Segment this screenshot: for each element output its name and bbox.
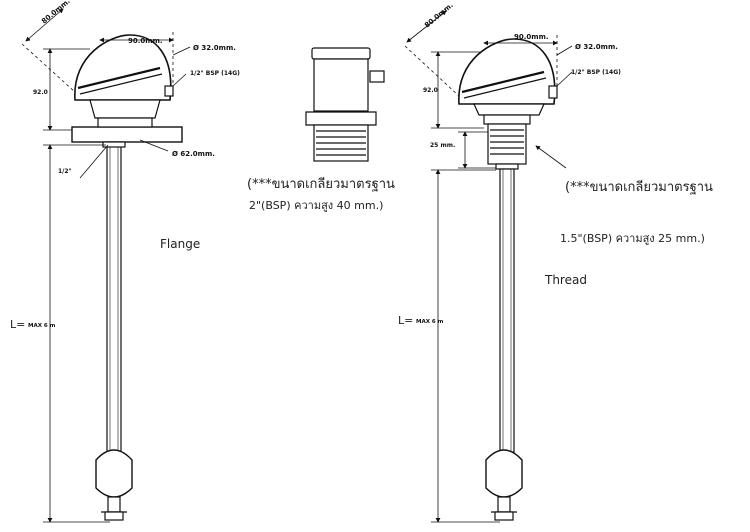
right-dim-diag: 80.0mm. [423,1,455,29]
right-dim-thread-height: 25 mm. [430,142,455,149]
middle-note: (***ขนาดเกลียวมาตรฐาน 2"(BSP) ความสูง 40… [247,176,395,212]
right-dim-height: 92.0 [423,87,438,94]
left-dim-length-value: MAX 6 m [28,323,56,329]
right-dim-length-value: MAX 6 m [416,319,444,325]
thread-label: Thread [544,273,587,287]
left-float [95,449,133,498]
right-dim-width: 90.0mm. [514,33,549,41]
flange-type-drawing [71,34,183,521]
left-rod [106,141,122,453]
right-head-dome [458,38,556,105]
left-dim-bsp: 1/2" BSP (14G) [190,70,240,77]
left-dim-diag: 80.0mm. [40,0,72,26]
right-cable-gland [548,85,558,99]
left-dim-width: 90.0mm. [128,37,163,45]
right-rod [499,168,515,453]
right-dim-bsp: 1/2" BSP (14G) [571,69,621,76]
left-dim-pipe: 1/2" [58,168,72,175]
middle-note-line2: 2"(BSP) ความสูง 40 mm.) [249,199,383,212]
right-dim-length-prefix: L= [398,314,413,327]
right-note-line1: (***ขนาดเกลียวมาตรฐาน [565,179,713,195]
left-flange-plate [71,126,183,143]
right-dimension-labels: 80.0mm. 90.0mm. Ø 32.0mm. 1/2" BSP (14G)… [398,1,713,327]
flange-label: Flange [160,237,200,251]
left-cable-gland [164,85,174,97]
right-float [485,449,523,498]
left-dim-cap-dia: Ø 32.0mm. [193,44,236,52]
thread-housing-sketch [305,47,385,162]
middle-note-line1: (***ขนาดเกลียวมาตรฐาน [247,176,395,192]
right-note-line2: 1.5"(BSP) ความสูง 25 mm.) [560,232,705,245]
left-dim-flange-dia: Ø 62.0mm. [172,150,215,158]
right-dim-cap-dia: Ø 32.0mm. [575,43,618,51]
thread-type-drawing [458,38,558,521]
left-dim-length-prefix: L= [10,318,25,331]
left-dim-height: 92.0 [33,89,48,96]
right-thread [487,123,527,165]
